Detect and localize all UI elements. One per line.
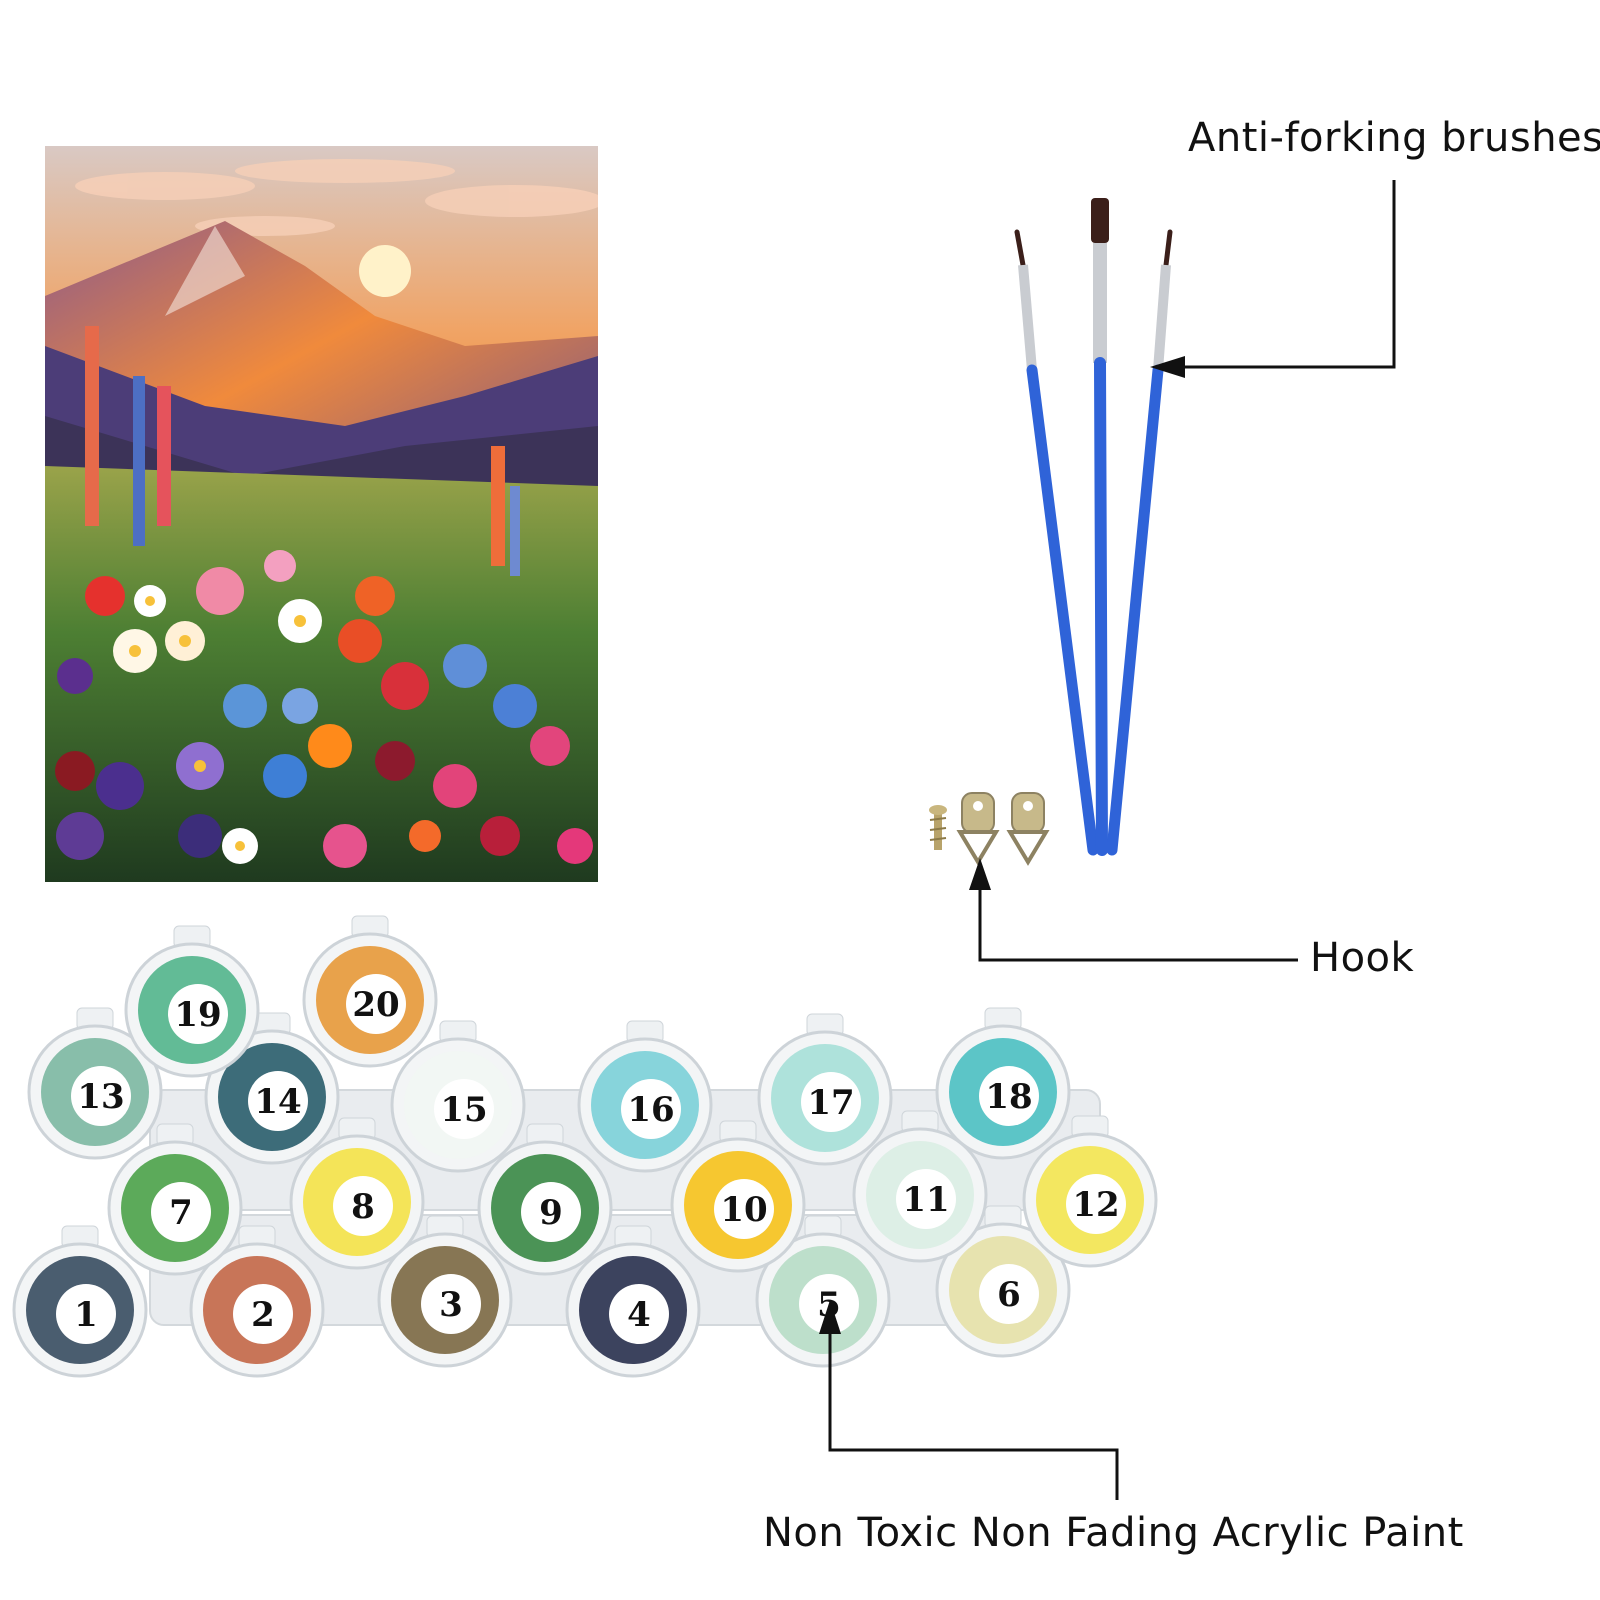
hook-label: Hook [1310, 935, 1415, 981]
paint-pot-number: 4 [627, 1295, 651, 1335]
paint-brush-left [1014, 229, 1099, 856]
paint-brush-right [1106, 229, 1173, 856]
paint-pot-7: 7 [107, 1123, 243, 1276]
paint-pot-number: 15 [440, 1090, 487, 1130]
hook-arrowhead [969, 858, 991, 890]
paint-pot-number: 19 [174, 995, 221, 1035]
paint-arrowhead [819, 1300, 841, 1334]
paint-pot-6: 6 [935, 1205, 1071, 1358]
paint-pot-number: 8 [351, 1187, 375, 1227]
paint-pot-number: 14 [254, 1082, 301, 1122]
paint-pot-number: 17 [807, 1083, 854, 1123]
paint-pot-17: 17 [757, 1013, 893, 1166]
paint-pot-10: 10 [670, 1120, 806, 1273]
paint-pot-5: 5 [755, 1215, 891, 1368]
paint-pot-4: 4 [565, 1225, 701, 1378]
paint-pot-11: 11 [852, 1110, 988, 1263]
paint-pot-18: 18 [935, 1007, 1071, 1160]
paint-pot-13: 13 [27, 1007, 163, 1160]
hook-callout-arrow [978, 885, 1298, 962]
anti-forking-brushes-label: Anti-forking brushes [1188, 115, 1600, 161]
brushes-callout-arrow [1180, 180, 1396, 369]
paint-pot-number: 20 [352, 985, 399, 1025]
paint-pot-number: 13 [77, 1077, 124, 1117]
paint-pot-19: 19 [124, 925, 260, 1078]
paint-pot-9: 9 [477, 1123, 613, 1276]
paint-pot-2: 2 [189, 1225, 325, 1378]
paint-pot-14: 14 [204, 1012, 340, 1165]
paint-pot-16: 16 [577, 1020, 713, 1173]
hook-icon [956, 792, 1000, 866]
paint-pot-8: 8 [289, 1117, 425, 1270]
paint-pot-number: 10 [720, 1190, 767, 1230]
paint-pot-number: 7 [169, 1193, 193, 1233]
paint-pot-number: 11 [902, 1180, 949, 1220]
paint-pot-15: 15 [390, 1020, 526, 1173]
paint-pot-number: 2 [251, 1295, 275, 1335]
paint-pot-12: 12 [1022, 1115, 1158, 1268]
paint-pot-1: 1 [12, 1225, 148, 1378]
landscape-painting-image [45, 146, 598, 882]
paint-pot-number: 9 [539, 1193, 563, 1233]
acrylic-paint-label: Non Toxic Non Fading Acrylic Paint [763, 1510, 1464, 1556]
paint-pot-20: 20 [302, 915, 438, 1068]
paint-pot-tray: 1234567891011121314151617181920 [12, 915, 1158, 1378]
paint-pot-number: 6 [997, 1275, 1021, 1315]
hook-hardware [929, 792, 1050, 866]
paint-pot-3: 3 [377, 1215, 513, 1368]
paint-pot-number: 1 [74, 1295, 98, 1335]
paint-pot-number: 16 [627, 1090, 674, 1130]
paint-callout-arrow [828, 1330, 1119, 1500]
brushes-arrowhead [1150, 356, 1185, 378]
paint-pot-number: 3 [439, 1285, 463, 1325]
paint-pot-number: 12 [1072, 1185, 1119, 1225]
paint-brush-center [1091, 198, 1109, 856]
hook-icon [1006, 792, 1050, 866]
paint-pot-number: 18 [985, 1077, 1032, 1117]
screw-icon [929, 805, 947, 850]
